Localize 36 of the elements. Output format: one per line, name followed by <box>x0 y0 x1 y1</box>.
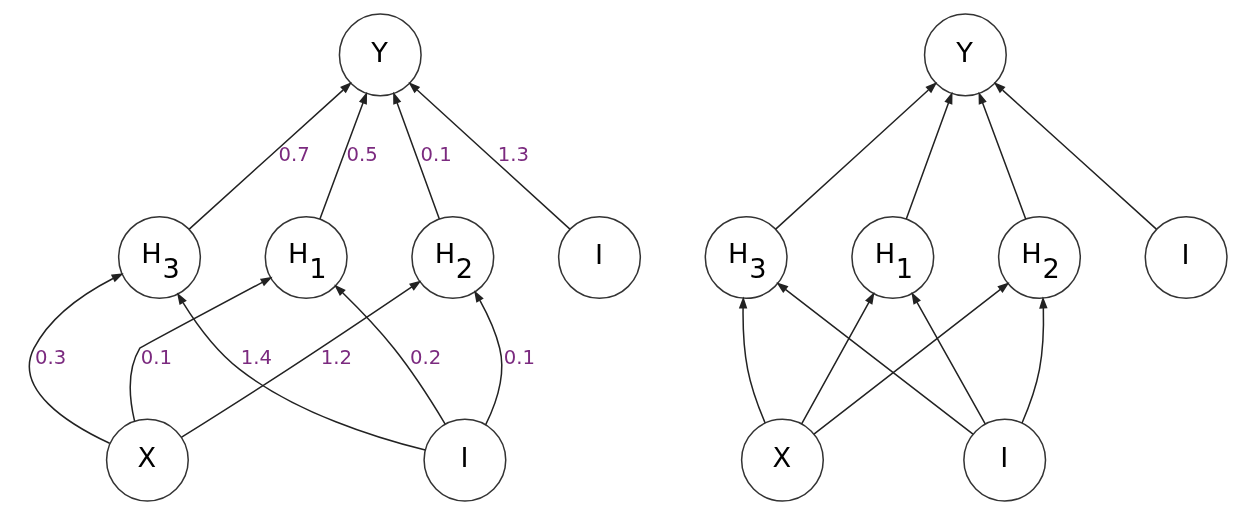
arrow <box>978 91 1026 220</box>
arrow <box>473 290 502 426</box>
node-circle: I <box>962 418 1046 502</box>
edge-label: 1.4 <box>240 345 272 369</box>
node-circle: X <box>740 418 824 502</box>
edge-label: 0.3 <box>34 345 66 369</box>
arrow <box>993 82 1157 230</box>
arrow <box>775 282 974 435</box>
arrow <box>392 91 440 220</box>
arrow <box>1020 296 1048 424</box>
arrow <box>738 296 766 424</box>
edge-label: 0.5 <box>345 143 378 167</box>
arrow <box>812 282 1009 435</box>
edge-label: 0.1 <box>503 345 535 369</box>
edge-label: 0.1 <box>140 345 172 369</box>
edge-label: 1.3 <box>497 143 529 167</box>
arrow <box>28 273 124 445</box>
arrow <box>905 91 952 220</box>
arrow <box>129 276 273 423</box>
arrow <box>180 280 421 438</box>
arrow <box>176 292 426 451</box>
arrow <box>188 82 352 230</box>
arrow <box>800 292 875 425</box>
arrow <box>407 82 571 230</box>
edge-label: 0.7 <box>277 143 310 167</box>
edge-label: 1.2 <box>320 345 352 369</box>
arrow <box>318 91 367 220</box>
edge-label: 0.2 <box>409 345 441 369</box>
arrow <box>774 82 937 230</box>
node-circle: I <box>557 215 641 300</box>
node-circle: I <box>422 418 506 502</box>
node-circle: X <box>105 418 189 502</box>
edge-label: 0.1 <box>420 143 452 167</box>
arrow <box>333 284 446 425</box>
arrow <box>910 292 986 425</box>
node-circle: I <box>1144 215 1228 300</box>
